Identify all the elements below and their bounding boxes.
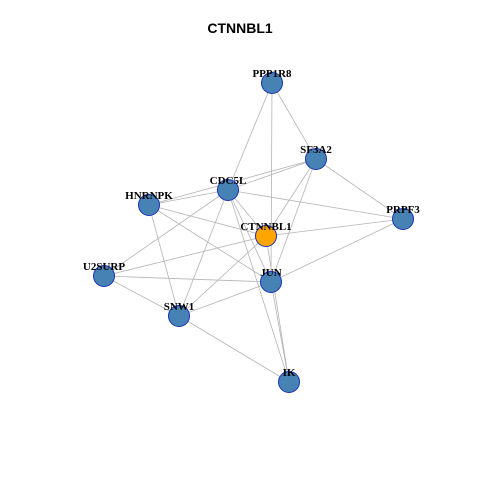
node-ik: IK — [278, 367, 300, 393]
edge-u2surp-jun — [103, 275, 272, 283]
node-u2surp: U2SURP — [83, 261, 125, 287]
node-label-cdc5l: CDC5L — [210, 175, 247, 187]
node-prpf3: PRPF3 — [386, 204, 420, 230]
node-label-u2surp: U2SURP — [83, 261, 125, 273]
edge-prpf3-jun — [270, 218, 404, 283]
node-jun: JUN — [260, 267, 282, 293]
edges-layer — [103, 82, 404, 383]
edge-hnrnpk-snw1 — [148, 204, 180, 317]
node-hnrnpk: HNRNPK — [125, 190, 173, 216]
node-label-ctnnbl1: CTNNBL1 — [240, 221, 291, 233]
edge-cdc5l-prpf3 — [227, 189, 404, 220]
edge-u2surp-snw1 — [103, 275, 180, 317]
edge-sf3a2-ctnnbl1 — [265, 158, 317, 237]
edge-hnrnpk-jun — [148, 204, 272, 283]
edge-sf3a2-prpf3 — [315, 158, 404, 220]
edge-jun-snw1 — [178, 281, 272, 317]
edge-ctnnbl1-u2surp — [103, 235, 267, 277]
node-label-prpf3: PRPF3 — [386, 204, 420, 216]
edge-sf3a2-cdc5l — [227, 158, 317, 191]
node-circle-cdc5l — [217, 179, 239, 201]
edge-hnrnpk-ctnnbl1 — [148, 204, 267, 237]
edge-cdc5l-u2surp — [103, 189, 229, 277]
edge-ppp1r8-cdc5l — [227, 82, 273, 191]
edge-cdc5l-hnrnpk — [148, 189, 229, 206]
edge-prpf3-ctnnbl1 — [265, 218, 404, 237]
edge-cdc5l-jun — [227, 189, 272, 283]
node-label-snw1: SNW1 — [164, 301, 195, 313]
node-circle-jun — [260, 271, 282, 293]
edge-cdc5l-snw1 — [178, 189, 229, 317]
node-label-ppp1r8: PPP1R8 — [252, 68, 292, 80]
node-circle-ik — [278, 371, 300, 393]
node-label-hnrnpk: HNRNPK — [125, 190, 173, 202]
node-label-jun: JUN — [260, 267, 281, 279]
node-circle-ppp1r8 — [261, 72, 283, 94]
node-circle-prpf3 — [392, 208, 414, 230]
node-ppp1r8: PPP1R8 — [252, 68, 292, 94]
edge-ppp1r8-sf3a2 — [271, 82, 317, 160]
edge-cdc5l-ik — [227, 189, 290, 383]
edge-ctnnbl1-snw1 — [178, 235, 267, 317]
node-circle-sf3a2 — [305, 148, 327, 170]
edge-snw1-ik — [178, 315, 290, 383]
node-sf3a2: SF3A2 — [300, 144, 332, 170]
node-cdc5l: CDC5L — [210, 175, 247, 201]
node-circle-ctnnbl1 — [255, 225, 277, 247]
node-circle-snw1 — [168, 305, 190, 327]
node-snw1: SNW1 — [164, 301, 195, 327]
edge-sf3a2-jun — [270, 158, 317, 283]
edge-jun-ik — [270, 281, 290, 383]
graph-title: CTNNBL1 — [207, 20, 273, 36]
node-label-sf3a2: SF3A2 — [300, 144, 332, 156]
node-label-ik: IK — [283, 367, 296, 379]
edge-ctnnbl1-ik — [265, 235, 290, 383]
node-ctnnbl1: CTNNBL1 — [240, 221, 292, 247]
edge-ppp1r8-jun — [270, 82, 273, 283]
node-circle-hnrnpk — [138, 194, 160, 216]
node-circle-u2surp — [93, 265, 115, 287]
